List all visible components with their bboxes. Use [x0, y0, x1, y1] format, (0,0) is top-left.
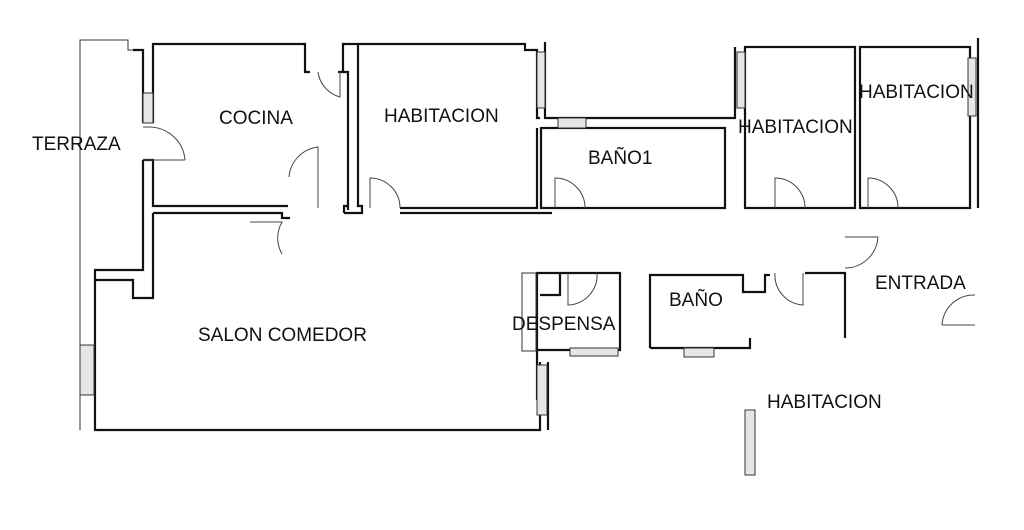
partition-wall: [344, 44, 364, 215]
bano-wall: [648, 273, 770, 348]
terraza-outline: [79, 39, 133, 430]
habitacion-2-wall: [743, 45, 857, 210]
window: [142, 92, 154, 124]
bano-wall: [650, 338, 752, 350]
room-label-habitacion-4: HABITACION: [767, 392, 882, 413]
room-label-entrada: ENTRADA: [875, 273, 966, 294]
room-label-cocina: COCINA: [219, 108, 293, 129]
door-swing: [774, 177, 806, 209]
door-swing: [867, 177, 899, 209]
cocina-wall: [151, 42, 310, 123]
cocina-wall: [338, 42, 358, 74]
window: [536, 51, 546, 109]
room-label-salon-comedor: SALON COMEDOR: [198, 325, 367, 346]
window: [557, 117, 587, 129]
cocina-wall: [153, 211, 290, 220]
window: [79, 344, 95, 396]
window: [967, 57, 977, 117]
door-swing: [554, 177, 586, 209]
cocina-wall: [93, 160, 542, 432]
cocina-wall: [143, 158, 288, 208]
window: [569, 347, 619, 357]
bano-1-wall: [539, 126, 727, 210]
despensa-wall: [535, 271, 622, 400]
door-swing: [143, 126, 186, 161]
room-label-habitacion-3: HABITACION: [859, 82, 974, 103]
window: [736, 51, 746, 109]
door-swing: [774, 272, 804, 306]
room-label-terraza: TERRAZA: [32, 134, 121, 155]
room-label-bano: BAÑO: [669, 290, 723, 311]
cocina-wall: [95, 213, 155, 300]
room-label-despensa: DESPENSA: [512, 314, 616, 335]
window: [744, 409, 756, 476]
door-swing: [369, 177, 401, 209]
door-swing: [941, 294, 976, 326]
despensa-wall: [540, 273, 562, 297]
window: [683, 347, 715, 358]
cocina-wall: [133, 48, 145, 123]
habitacion-3-wall: [858, 45, 972, 210]
despensa-shelf: [521, 272, 537, 352]
habitacion-1-wall: [358, 42, 540, 120]
partition-wall: [343, 70, 350, 210]
door-swing: [250, 221, 283, 255]
room-label-habitacion-1: HABITACION: [384, 106, 499, 127]
room-label-habitacion-2: HABITACION: [738, 117, 853, 138]
partition-wall: [342, 204, 348, 213]
window: [536, 364, 548, 416]
room-label-bano-1: BAÑO1: [588, 148, 653, 169]
habitacion-1-wall: [400, 128, 539, 210]
door-swing: [567, 272, 598, 306]
door-swing: [317, 71, 341, 98]
door-swing: [844, 236, 879, 269]
habitacion-4-wall: [805, 271, 847, 338]
habitacion-1-wall: [543, 42, 737, 120]
door-swing: [288, 146, 319, 208]
